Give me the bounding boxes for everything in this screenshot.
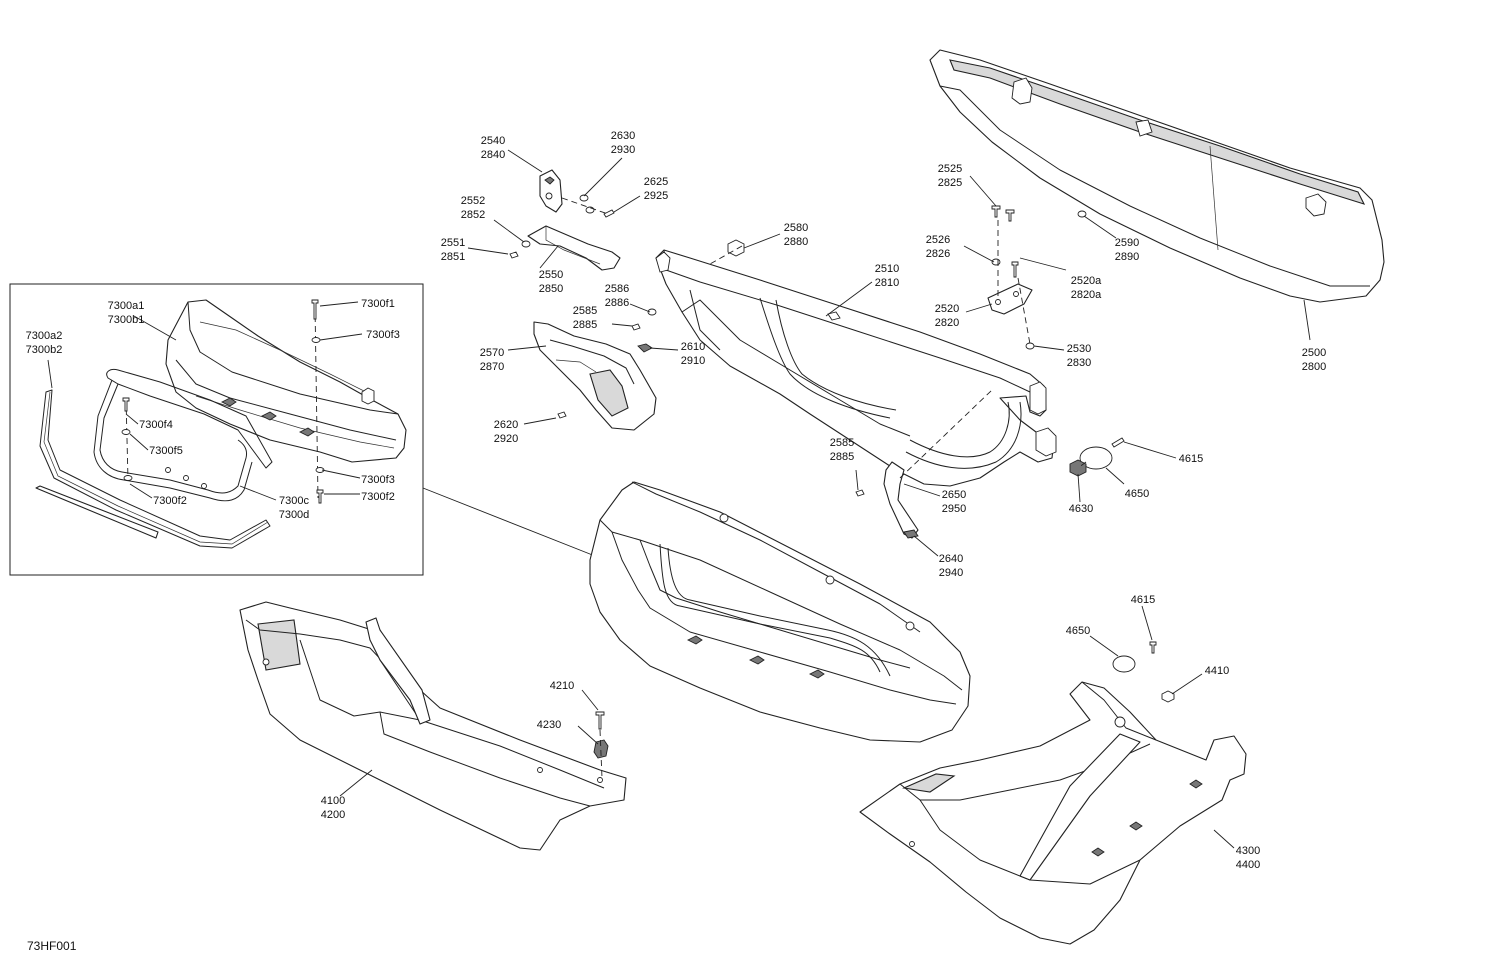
callout-7300f4: 7300f4: [139, 419, 173, 431]
callout-4615a: 4615: [1179, 453, 1203, 465]
part-2500-side-panel: [929, 49, 1385, 303]
leader-lines: [47, 149, 1311, 849]
callout-7300f2b: 7300f2: [361, 491, 395, 503]
inset-connector-line: [422, 487, 596, 557]
part-4410-nut: [1161, 690, 1175, 703]
part-2510-frame: [655, 249, 1057, 487]
callout-4615b: 4615: [1131, 594, 1155, 606]
part-2540-bracket: [539, 169, 563, 213]
part-2520-bracket: [987, 283, 1033, 315]
callout-4650a: 4650: [1125, 488, 1149, 500]
callout-7300f2a: 7300f2: [153, 495, 187, 507]
part-7300-seal-strip: [35, 485, 159, 539]
part-2580-clip: [727, 239, 745, 257]
callout-7300f3b: 7300f3: [361, 474, 395, 486]
part-7300c-tube: [93, 369, 273, 502]
callout-7300f1: 7300f1: [361, 298, 395, 310]
detail-inset-box: [9, 283, 424, 576]
part-door-assembly: [589, 481, 971, 743]
callout-4630: 4630: [1069, 503, 1093, 515]
part-4300-skid-plate: [859, 681, 1247, 945]
callout-4410: 4410: [1205, 665, 1229, 677]
callout-7300f3a: 7300f3: [366, 329, 400, 341]
part-2570-bracket: [533, 321, 657, 431]
part-4650-cap: [1079, 446, 1113, 470]
part-7300a2-rail: [39, 389, 271, 549]
part-4210-4230-fasteners: [593, 711, 609, 779]
part-4615-screw-b: [1149, 641, 1157, 654]
drawing-code: 73HF001: [27, 939, 77, 953]
part-4100-skid-plate: [239, 601, 627, 851]
part-4630-clip: [1069, 459, 1087, 477]
part-4650-cap-b: [1112, 655, 1136, 673]
callout-4650b: 4650: [1066, 625, 1090, 637]
part-4615-screw-a: [1111, 437, 1125, 448]
callout-4230: 4230: [537, 719, 561, 731]
part-7300a1-trim-panel: [165, 299, 407, 463]
callout-7300f5: 7300f5: [149, 445, 183, 457]
callout-4210: 4210: [550, 680, 574, 692]
part-2550-strap: [527, 225, 621, 271]
